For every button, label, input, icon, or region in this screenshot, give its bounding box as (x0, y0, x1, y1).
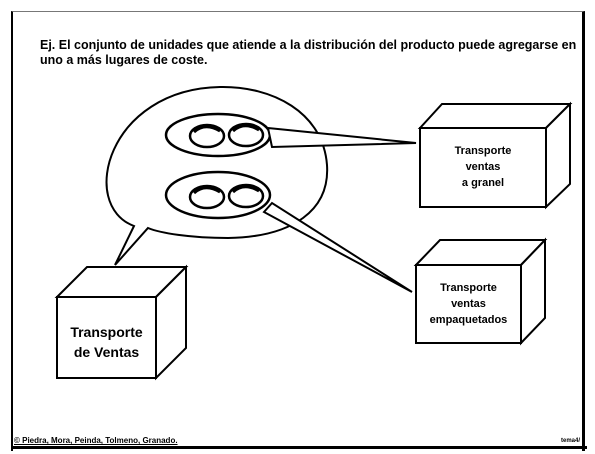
footer-page-ref: tema4/ (561, 438, 581, 444)
cube-granel (417, 101, 573, 210)
slide-frame (11, 11, 585, 451)
lower-unit-group (164, 170, 272, 220)
slide-bottom-line (11, 446, 587, 449)
label-transporte-ventas: Transporte de Ventas (70, 324, 143, 360)
footer-credits: © Piedra, Mora, Peinda, Tolmeno, Granado… (14, 436, 178, 445)
cube-empaquetados (413, 237, 548, 346)
upper-unit-group (164, 112, 272, 158)
connector-lower (262, 201, 413, 293)
intro-text: Ej. El conjunto de unidades que atiende … (40, 38, 577, 67)
label-transporte-empaquetados: Transporte ventas empaquetados (429, 282, 508, 326)
cube-ventas (54, 264, 189, 381)
label-transporte-granel: Transporte ventas a granel (454, 145, 512, 189)
connector-upper (266, 126, 417, 149)
